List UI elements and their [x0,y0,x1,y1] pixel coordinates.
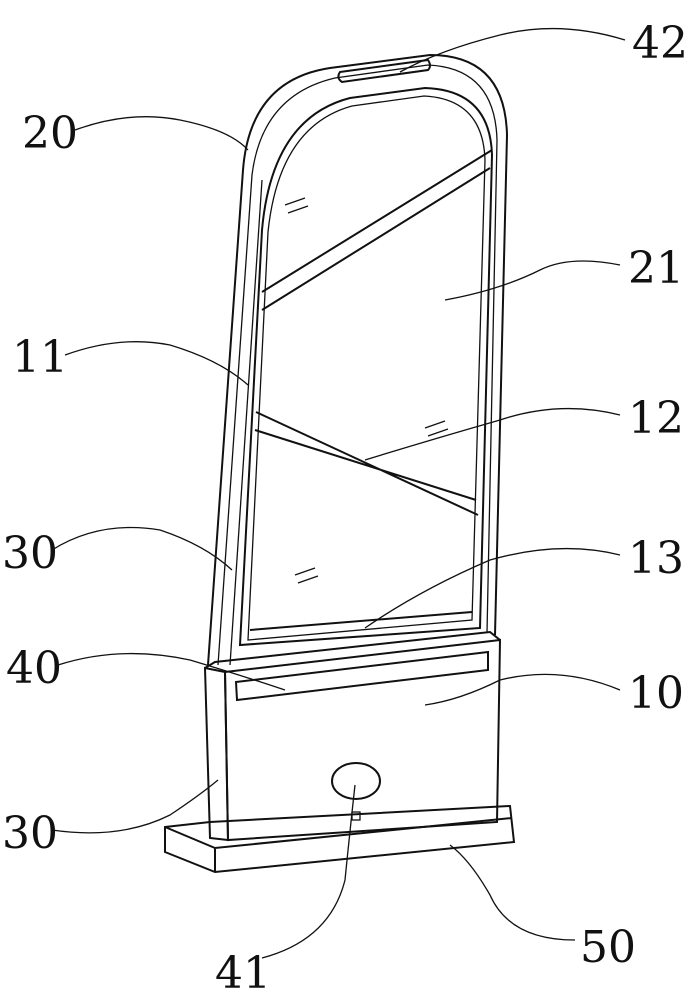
inner-frame-11 [240,88,492,645]
bottom-bar-13 [250,612,472,630]
label-21: 21 [628,243,684,294]
cross-bar-12 [255,412,478,515]
leader-lines [52,29,625,958]
reference-labels: 42 20 21 11 12 30 13 40 10 30 41 50 [2,18,688,999]
label-40: 40 [6,643,62,694]
label-13: 13 [628,533,684,584]
label-30-upper: 30 [2,528,58,579]
label-11: 11 [12,332,68,383]
base-housing-10 [225,640,500,840]
inner-frame-edge [248,96,485,640]
label-30-lower: 30 [2,808,58,859]
outer-frame-inner-edge [218,65,497,665]
label-50: 50 [580,922,636,973]
label-41: 41 [215,948,271,999]
button-41 [332,763,380,799]
label-20: 20 [22,108,78,159]
glass-marks [285,198,448,583]
outer-frame-20 [208,55,507,665]
cross-bar-upper [262,150,492,310]
label-12: 12 [628,393,684,444]
light-strip-40 [236,652,488,700]
label-42: 42 [632,18,688,69]
label-10: 10 [628,668,684,719]
